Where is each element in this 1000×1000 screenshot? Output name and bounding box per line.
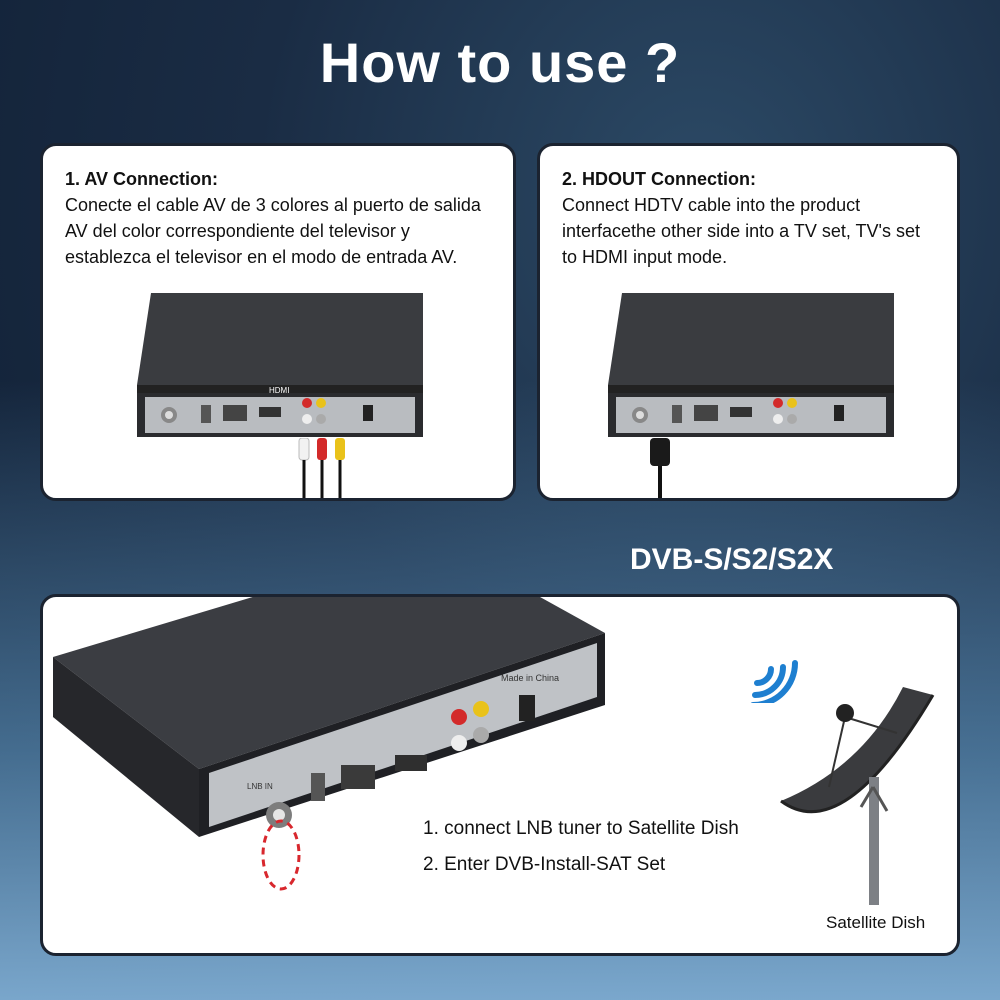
setup-step-2: 2. Enter DVB-Install-SAT Set xyxy=(423,854,666,875)
setup-step-1: 1. connect LNB tuner to Satellite Dish xyxy=(423,818,739,839)
setup-card: Made in China LNB IN 1. connect LNB tune… xyxy=(40,594,960,956)
satellite-dish-label: Satellite Dish xyxy=(826,913,926,932)
receiver-device-small xyxy=(608,293,894,437)
hdout-card-text: 2. HDOUT Connection: Connect HDTV cable … xyxy=(562,166,939,270)
satellite-dish xyxy=(780,687,935,905)
hdmi-logo: HDMI xyxy=(269,386,289,395)
product-subtitle: DVB-S/S2/S2X xyxy=(630,543,834,576)
av-connection-card: 1. AV Connection: Conecte el cable AV de… xyxy=(40,143,516,501)
av-card-title: 1. AV Connection: xyxy=(65,169,218,189)
highlight-ring xyxy=(261,819,301,891)
wifi-signal-icon xyxy=(750,660,798,703)
page-title: How to use ? xyxy=(319,31,681,94)
hdmi-cable xyxy=(650,438,670,498)
hdout-card-body: Connect HDTV cable into the product inte… xyxy=(562,195,920,267)
setup-steps: 1. connect LNB tuner to Satellite Dish 2… xyxy=(423,811,739,883)
rca-cable xyxy=(298,438,345,498)
receiver-device-small: HDMI xyxy=(137,293,423,437)
receiver-device-large: Made in China LNB IN xyxy=(53,597,605,837)
av-card-body: Conecte el cable AV de 3 colores al puer… xyxy=(65,195,481,267)
lnb-label: LNB IN xyxy=(247,782,273,791)
hdout-card-title: 2. HDOUT Connection: xyxy=(562,169,756,189)
made-in-label: Made in China xyxy=(501,673,559,683)
av-card-text: 1. AV Connection: Conecte el cable AV de… xyxy=(65,166,495,270)
hdout-connection-card: 2. HDOUT Connection: Connect HDTV cable … xyxy=(537,143,960,501)
